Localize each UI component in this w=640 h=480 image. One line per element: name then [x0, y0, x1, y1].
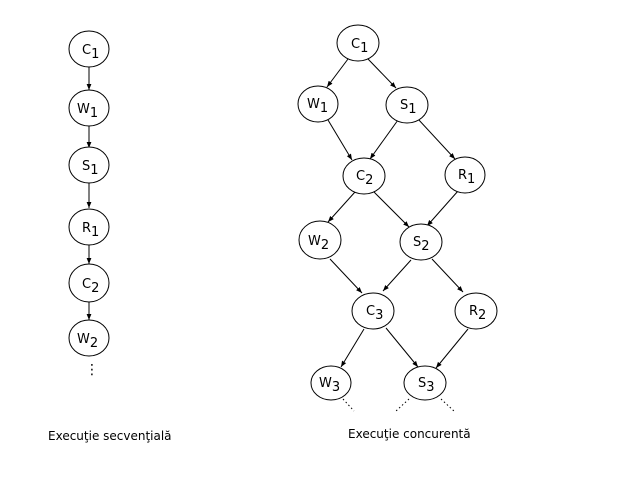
sequential-graph: C1 W1 S1 R1 C2 W2 ⋮ Execuţie secvenţială: [48, 30, 172, 443]
seq-node-w1: W1: [68, 89, 110, 127]
edge-c-c2-w2: [327, 191, 356, 223]
svg-text:W1: W1: [307, 97, 328, 116]
conc-node-c2: C2: [342, 157, 386, 195]
stub-s3-left-continuation: [395, 398, 410, 412]
svg-text:W3: W3: [319, 376, 340, 395]
svg-text:C2: C2: [356, 169, 373, 188]
edge-c-r2-s3: [435, 328, 469, 369]
conc-node-c3: C3: [351, 292, 395, 330]
conc-node-s3: S3: [403, 365, 447, 401]
svg-text:R1: R1: [82, 221, 99, 240]
svg-text:W2: W2: [77, 332, 98, 351]
edge-c-c3-w3: [340, 328, 365, 368]
seq-node-c2: C2: [68, 263, 110, 303]
conc-node-c1: C1: [336, 24, 380, 62]
edge-c-c3-s3: [385, 327, 419, 368]
conc-node-w2: W2: [298, 220, 342, 260]
stub-s3-right-continuation: [440, 398, 456, 413]
svg-text:C2: C2: [82, 277, 99, 296]
conc-node-w1: W1: [297, 85, 339, 123]
edge-c-c1-s1: [367, 58, 397, 89]
edge-c-w2-c3: [329, 258, 363, 294]
svg-text:R1: R1: [458, 168, 475, 187]
edge-c-c2-s2: [373, 191, 410, 228]
svg-text:C3: C3: [366, 304, 383, 323]
edge-c-w1-c2: [327, 119, 353, 161]
svg-text:C1: C1: [82, 43, 99, 62]
svg-text:W2: W2: [308, 234, 329, 253]
conc-node-w3: W3: [310, 365, 352, 401]
seq-node-c1: C1: [68, 30, 110, 68]
svg-text:S1: S1: [400, 98, 417, 117]
seq-node-w2: W2: [68, 319, 110, 357]
stub-w3-continuation: [342, 398, 355, 412]
edge-c-s2-r2: [431, 258, 464, 293]
concurrent-graph: C1 W1 S1 C2 R1 W2 S2 C3: [297, 24, 498, 441]
svg-text:C1: C1: [351, 37, 368, 56]
svg-text:R2: R2: [469, 304, 486, 323]
edge-c-r1-s2: [426, 190, 459, 227]
conc-node-r1: R1: [444, 156, 486, 194]
edge-c-s2-c3: [382, 259, 412, 292]
seq-node-r1: R1: [68, 208, 110, 246]
edge-c-s1-c2: [369, 119, 399, 160]
edge-c-c1-w1: [326, 58, 349, 88]
sequential-caption: Execuţie secvenţială: [48, 429, 172, 443]
edge-c-s1-r1: [417, 118, 456, 160]
svg-text:S3: S3: [418, 376, 435, 395]
svg-text:S1: S1: [82, 159, 99, 178]
conc-node-r2: R2: [454, 292, 498, 330]
conc-node-s1: S1: [385, 86, 429, 124]
concurrent-caption: Execuţie concurentă: [348, 427, 471, 441]
sequence-continuation-ellipsis: ⋮: [85, 362, 99, 378]
svg-text:S2: S2: [413, 235, 430, 254]
seq-node-s1: S1: [68, 146, 110, 184]
conc-node-s2: S2: [399, 223, 443, 261]
svg-text:W1: W1: [77, 102, 98, 121]
